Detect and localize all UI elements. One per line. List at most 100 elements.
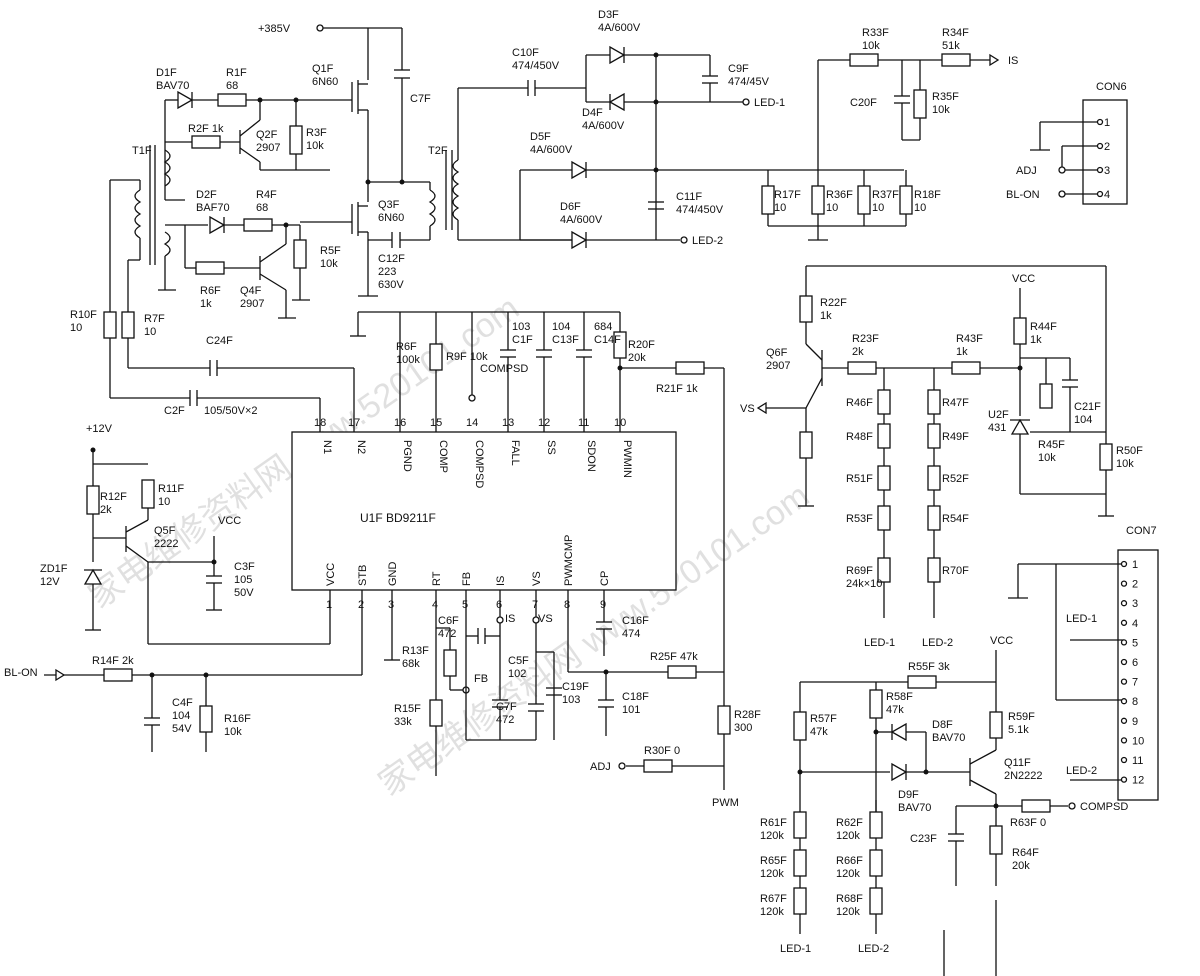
label-r13f: R13F xyxy=(402,645,429,657)
label-r18f: 10 xyxy=(914,202,926,214)
net-pwm: PWM xyxy=(712,797,739,809)
label-r61f: 120k xyxy=(760,830,784,842)
label-r53f: R53F xyxy=(846,513,873,525)
label-c23f: C23F xyxy=(910,833,937,845)
vcc-regulator xyxy=(83,447,331,645)
label-r67f: 120k xyxy=(760,906,784,918)
con7-pin: 8 xyxy=(1132,696,1138,708)
label-q4f: Q4F xyxy=(240,285,262,297)
con6-pin: 1 xyxy=(1104,117,1110,129)
con6-pin: 4 xyxy=(1104,189,1110,201)
label-c14f: 684 xyxy=(594,321,612,333)
label-r15f: R15F xyxy=(394,703,421,715)
net-labels: +385V +12V VCC VCC VCC IS IS VS VS FB LE… xyxy=(4,23,1128,955)
net-compsd: COMPSD xyxy=(1080,801,1128,813)
con7-pin: 9 xyxy=(1132,716,1138,728)
label-c19f: C19F xyxy=(562,681,589,693)
label-r25f: R25F 47k xyxy=(650,651,698,663)
label-r5f: 10k xyxy=(320,258,338,270)
chip-pin-num-bottom: 5 xyxy=(462,599,468,611)
label-r45f: R45F xyxy=(1038,439,1065,451)
label-d2f: D2F xyxy=(196,189,217,201)
label-r64f: R64F xyxy=(1012,847,1039,859)
label-r22f: R22F xyxy=(820,297,847,309)
label-r68f: R68F xyxy=(836,893,863,905)
label-q3f: Q3F xyxy=(378,199,400,211)
label-r6f2: R6F xyxy=(396,341,417,353)
label-r7f: 10 xyxy=(144,326,156,338)
label-r5f: R5F xyxy=(320,245,341,257)
label-t1f: T1F xyxy=(132,145,152,157)
con7-pin: 4 xyxy=(1132,618,1138,630)
net-vs-out: VS xyxy=(740,403,755,415)
chip-pin-num-bottom: 1 xyxy=(326,599,332,611)
label-con6: CON6 xyxy=(1096,81,1127,93)
label-r30f: R30F 0 xyxy=(644,745,680,757)
label-r10f: 10 xyxy=(70,322,82,334)
label-r16f: R16F xyxy=(224,713,251,725)
label-c6f: 472 xyxy=(438,628,456,640)
label-r10f: R10F xyxy=(70,309,97,321)
label-q1f: Q1F xyxy=(312,63,334,75)
label-r2f: R2F 1k xyxy=(188,123,224,135)
label-r49f: R49F xyxy=(942,431,969,443)
label-r18f: R18F xyxy=(914,189,941,201)
chip-pin-num-top: 14 xyxy=(466,417,478,429)
chip-pin-name-top: N1 xyxy=(321,440,333,454)
chip-pin-name-bottom: IS xyxy=(495,576,507,586)
chip-top-network xyxy=(350,311,725,706)
label-c18f: C18F xyxy=(622,691,649,703)
net-is-out: IS xyxy=(1008,55,1018,67)
label-r69f: R69F xyxy=(846,565,873,577)
chip-pin-num-bottom: 6 xyxy=(496,599,502,611)
label-c12f: 223 xyxy=(378,266,396,278)
net-vcc-right: VCC xyxy=(1012,273,1035,285)
label-r62f: R62F xyxy=(836,817,863,829)
label-c20f: C20F xyxy=(850,97,877,109)
chip-pin-name-top: COMP xyxy=(437,440,449,473)
chip-pin-name-top: SDON xyxy=(585,440,597,472)
net-is-chip: IS xyxy=(505,613,515,625)
label-r3f: 10k xyxy=(306,140,324,152)
con6-pin: 2 xyxy=(1104,141,1110,153)
label-zd1f: ZD1F xyxy=(40,563,68,575)
label-q11f: Q11F xyxy=(1004,757,1031,769)
label-t2f: T2F xyxy=(428,145,448,157)
label-compsd_v: COMPSD xyxy=(480,363,528,375)
label-r28f: R28F xyxy=(734,709,761,721)
label-c21f: C21F xyxy=(1074,401,1101,413)
net-vs-chip: VS xyxy=(538,613,553,625)
chip-pin-name-bottom: STB xyxy=(357,565,369,586)
label-c13f: C13F xyxy=(552,334,579,346)
con7-pin: 1 xyxy=(1132,559,1138,571)
chip-pin-num-bottom: 8 xyxy=(564,599,570,611)
label-zd1f: 12V xyxy=(40,576,60,588)
label-r13f: 68k xyxy=(402,658,420,670)
chip-pin-num-bottom: 2 xyxy=(358,599,364,611)
label-r21f: R21F 1k xyxy=(656,383,698,395)
label-r20f: R20F xyxy=(628,339,655,351)
label-r14f: R14F 2k xyxy=(92,655,134,667)
label-r33f: 10k xyxy=(862,40,880,52)
label-r67f: R67F xyxy=(760,893,787,905)
con7-pin: 6 xyxy=(1132,657,1138,669)
label-r65f: R65F xyxy=(760,855,787,867)
net-bl-on-con6: BL-ON xyxy=(1006,189,1040,201)
label-q6f: 2907 xyxy=(766,360,790,372)
drive-section xyxy=(103,24,656,432)
label-q2f: 2907 xyxy=(256,142,280,154)
label-r17f: R17F xyxy=(774,189,801,201)
chip-pin-name-bottom: VS xyxy=(531,571,543,586)
label-c24f: C24F xyxy=(206,335,233,347)
label-r6f: 1k xyxy=(200,298,212,310)
label-r54f: R54F xyxy=(942,513,969,525)
label-d3f: D3F xyxy=(598,9,619,21)
net-led2-con7: LED-2 xyxy=(1066,765,1097,777)
net-led1-bottom: LED-1 xyxy=(780,943,811,955)
label-r17f: 10 xyxy=(774,202,786,214)
label-r6f: R6F xyxy=(200,285,221,297)
label-r48f: R48F xyxy=(846,431,873,443)
label-q5f: Q5F xyxy=(154,525,176,537)
label-c3f: 105 xyxy=(234,574,252,586)
